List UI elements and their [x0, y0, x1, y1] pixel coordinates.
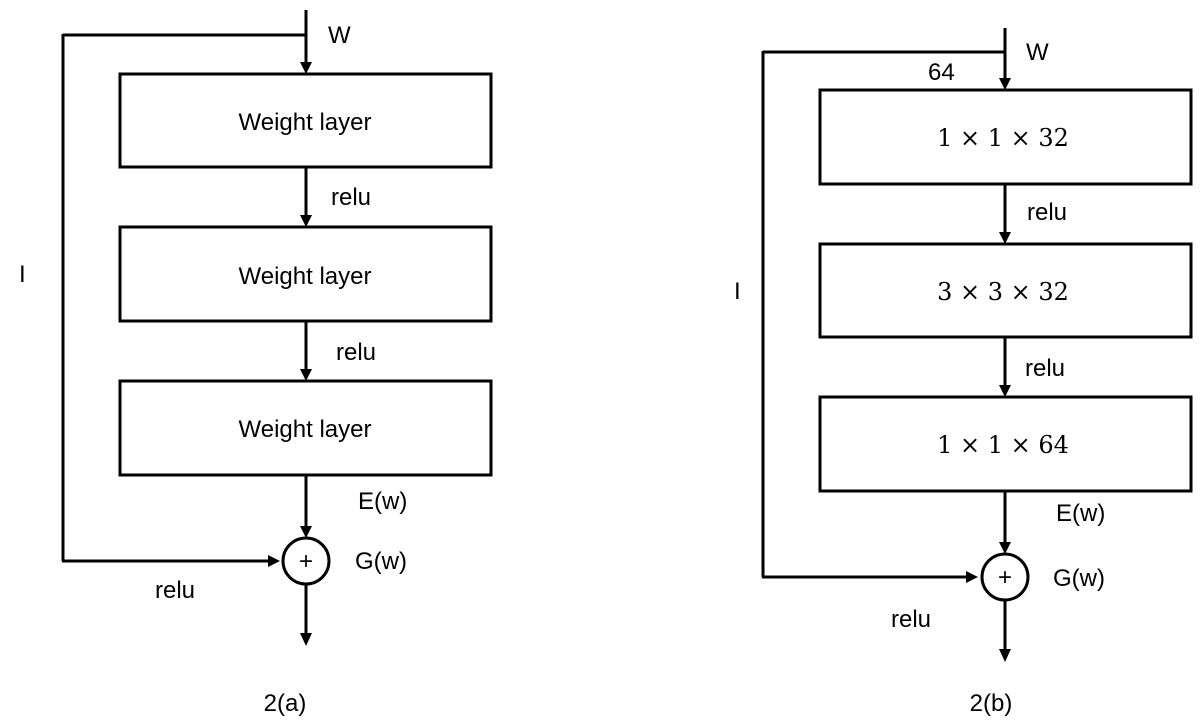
residual-label: E(w) — [358, 488, 407, 515]
layer-box-1 — [118, 72, 493, 169]
connector-1-2-arrowhead — [300, 215, 312, 227]
output-arrowhead — [999, 649, 1011, 662]
input-label: W — [1026, 39, 1049, 66]
diagram-2b: + W 64 I 1 × 1 × 32 3 × 3 × 32 1 × 1 × 6… — [734, 28, 1193, 717]
connector-3-sum-arrowhead — [999, 542, 1011, 554]
connector-1-2-arrowhead — [999, 232, 1011, 244]
layer-label-2: Weight layer — [239, 263, 372, 290]
activation-label-2: relu — [1025, 355, 1065, 382]
channel-label: 64 — [928, 59, 955, 86]
shortcut-label: I — [734, 278, 741, 305]
output-activation-label: relu — [891, 606, 931, 633]
output-arrowhead — [300, 633, 312, 646]
sum-label: G(w) — [1053, 565, 1105, 592]
input-arrowhead — [999, 78, 1011, 90]
layer-box-1 — [818, 88, 1193, 186]
sum-symbol: + — [299, 548, 313, 575]
output-activation-label: relu — [155, 577, 195, 604]
layer-label-2: 3 × 3 × 32 — [937, 278, 1069, 306]
layer-label-3: 1 × 1 × 64 — [937, 431, 1069, 459]
connector-2-3-arrowhead — [300, 369, 312, 381]
layer-label-3: Weight layer — [239, 416, 372, 443]
caption: 2(a) — [264, 690, 307, 717]
diagram-2a: + W I Weight layer Weight layer Weight l… — [19, 10, 493, 717]
activation-label-1: relu — [1027, 199, 1067, 226]
shortcut-arrowhead — [966, 571, 978, 583]
connector-2-3-arrowhead — [999, 385, 1011, 397]
connector-3-sum-arrowhead — [300, 526, 312, 538]
sum-symbol: + — [998, 564, 1012, 591]
layer-box-3 — [118, 379, 493, 477]
caption: 2(b) — [970, 690, 1013, 717]
input-label: W — [328, 22, 351, 49]
layer-label-1: 1 × 1 × 32 — [937, 124, 1069, 152]
residual-label: E(w) — [1056, 500, 1105, 527]
activation-label-2: relu — [336, 339, 376, 366]
activation-label-1: relu — [331, 184, 371, 211]
shortcut-arrowhead — [268, 555, 280, 567]
sum-label: G(w) — [355, 548, 407, 575]
layer-label-1: Weight layer — [239, 109, 372, 136]
shortcut-label: I — [19, 261, 26, 288]
input-arrowhead — [300, 62, 312, 74]
